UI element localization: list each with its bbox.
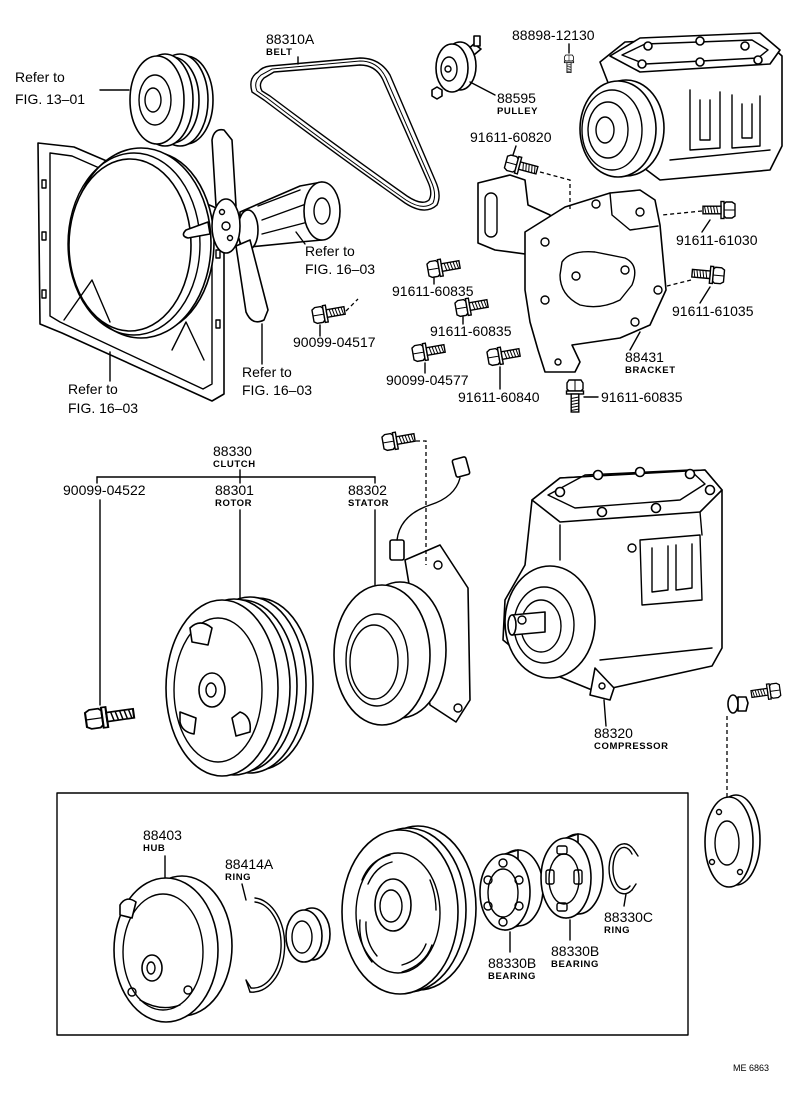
bolt-90099-04522 [83,702,136,732]
dashed-guide-line [539,171,571,212]
clutch-callout-bracket [96,469,376,484]
bolt-88898-12130 [563,54,575,73]
hub-ring [245,897,286,993]
bolt-61035-part-no: 91611-61035 [672,303,754,319]
idler-pulley-part-no: 88595 [497,90,536,106]
clutch-name: CLUTCH [213,459,256,470]
bolt-91611-61035 [690,264,726,286]
fluid-coupling [237,181,341,251]
bolt-04517-part-no: 90099-04517 [293,334,376,350]
compressor-bracket [477,174,667,373]
clutch-part-no: 88330 [213,443,252,459]
dashed-guide-line [416,440,427,565]
leader-line [603,699,607,727]
bearing-inner-name: BEARING [488,971,536,982]
snap-ring [608,843,639,895]
leader-line [512,145,517,156]
nut-washer [727,694,749,714]
crank-pulley-ref-line1: Refer to [15,69,65,85]
dashed-guide-line [661,210,703,216]
clutch-hub [113,875,233,1023]
bearing-inner-part-no: 88330B [488,955,536,971]
bolt-91611-61030 [702,200,736,220]
compressor-assembly-top [579,32,783,181]
compressor-part-no: 88320 [594,725,633,741]
leader-line [699,286,711,304]
hub-ring-part-no: 88414A [225,856,274,872]
bolt-90099-04517 [310,301,347,326]
crank-pulley-ref-line2: FIG. 13–01 [15,91,85,107]
stator-name: STATOR [348,498,389,509]
hub-name: HUB [143,843,165,854]
dashed-guide-line [345,298,359,312]
belt-name: BELT [266,47,293,58]
shim-plate [704,794,761,888]
snap-ring-part-no: 88330C [604,909,653,925]
snap-ring-name: RING [604,925,630,936]
bolt-60820-part-no: 91611-60820 [470,129,552,145]
fan-shroud [37,142,225,402]
bolt-61030-part-no: 91611-61030 [676,232,758,248]
compressor-name: COMPRESSOR [594,741,669,752]
bearing-left [479,849,544,931]
bolt-60835-lower-part-no: 91611-60835 [601,389,683,405]
drive-belt [250,57,440,211]
bracket-name: BRACKET [625,365,676,376]
leader-line [295,231,306,245]
bolt-60840-part-no: 91611-60840 [458,389,540,405]
shroud-ref-line2: FIG. 16–03 [68,400,138,416]
stator-part-no: 88302 [348,482,387,498]
coupling-ref-line1: Refer to [305,243,355,259]
bearing-outer-part-no: 88330B [551,943,599,959]
belt-part-no: 88310A [266,31,315,47]
cooling-fan [182,128,269,323]
leader-line [241,883,247,901]
bolt-91611-60840 [485,343,522,368]
idler-pulley [431,35,482,100]
dashed-guide-line [666,279,692,287]
bolt-60835-middle-part-no: 91611-60835 [430,323,512,339]
leader-line [469,81,496,96]
clutch-bolt-part-no: 90099-04522 [63,482,146,498]
bolt-04577-part-no: 90099-04577 [386,372,469,388]
rotor-part-no: 88301 [215,482,254,498]
pulley-bolt-part-no: 88898-12130 [512,27,595,43]
stator-mount-bolt [380,428,417,453]
bolt-91611-60835-lower [565,379,585,413]
compressor-side-bolt [749,681,782,703]
compressor-body [502,466,723,701]
bolt-90099-04577 [410,339,447,364]
crankshaft-pulley [129,53,214,147]
diagram-code: ME 6863 [733,1063,769,1073]
bearing-outer-name: BEARING [551,959,599,970]
leader-line [629,331,641,351]
clutch-components-box [56,792,689,1036]
bracket-part-no: 88431 [625,349,664,365]
field-coil-stator [333,456,471,726]
spacer [285,907,331,963]
clutch-rotor [165,596,314,777]
clutch-pulley [341,825,477,995]
fan-ref-line2: FIG. 16–03 [242,382,312,398]
shroud-ref-line1: Refer to [68,381,118,397]
leader-line [701,219,711,233]
idler-pulley-name: PULLEY [497,106,538,117]
leader-line [623,893,627,907]
bolt-60835-upper-part-no: 91611-60835 [392,283,474,299]
bearing-right [540,833,604,919]
hub-part-no: 88403 [143,827,182,843]
coupling-ref-line2: FIG. 16–03 [305,261,375,277]
hub-ring-name: RING [225,872,251,883]
rotor-name: ROTOR [215,498,252,509]
bolt-91611-60835-upper [425,255,462,280]
fan-ref-line1: Refer to [242,364,292,380]
